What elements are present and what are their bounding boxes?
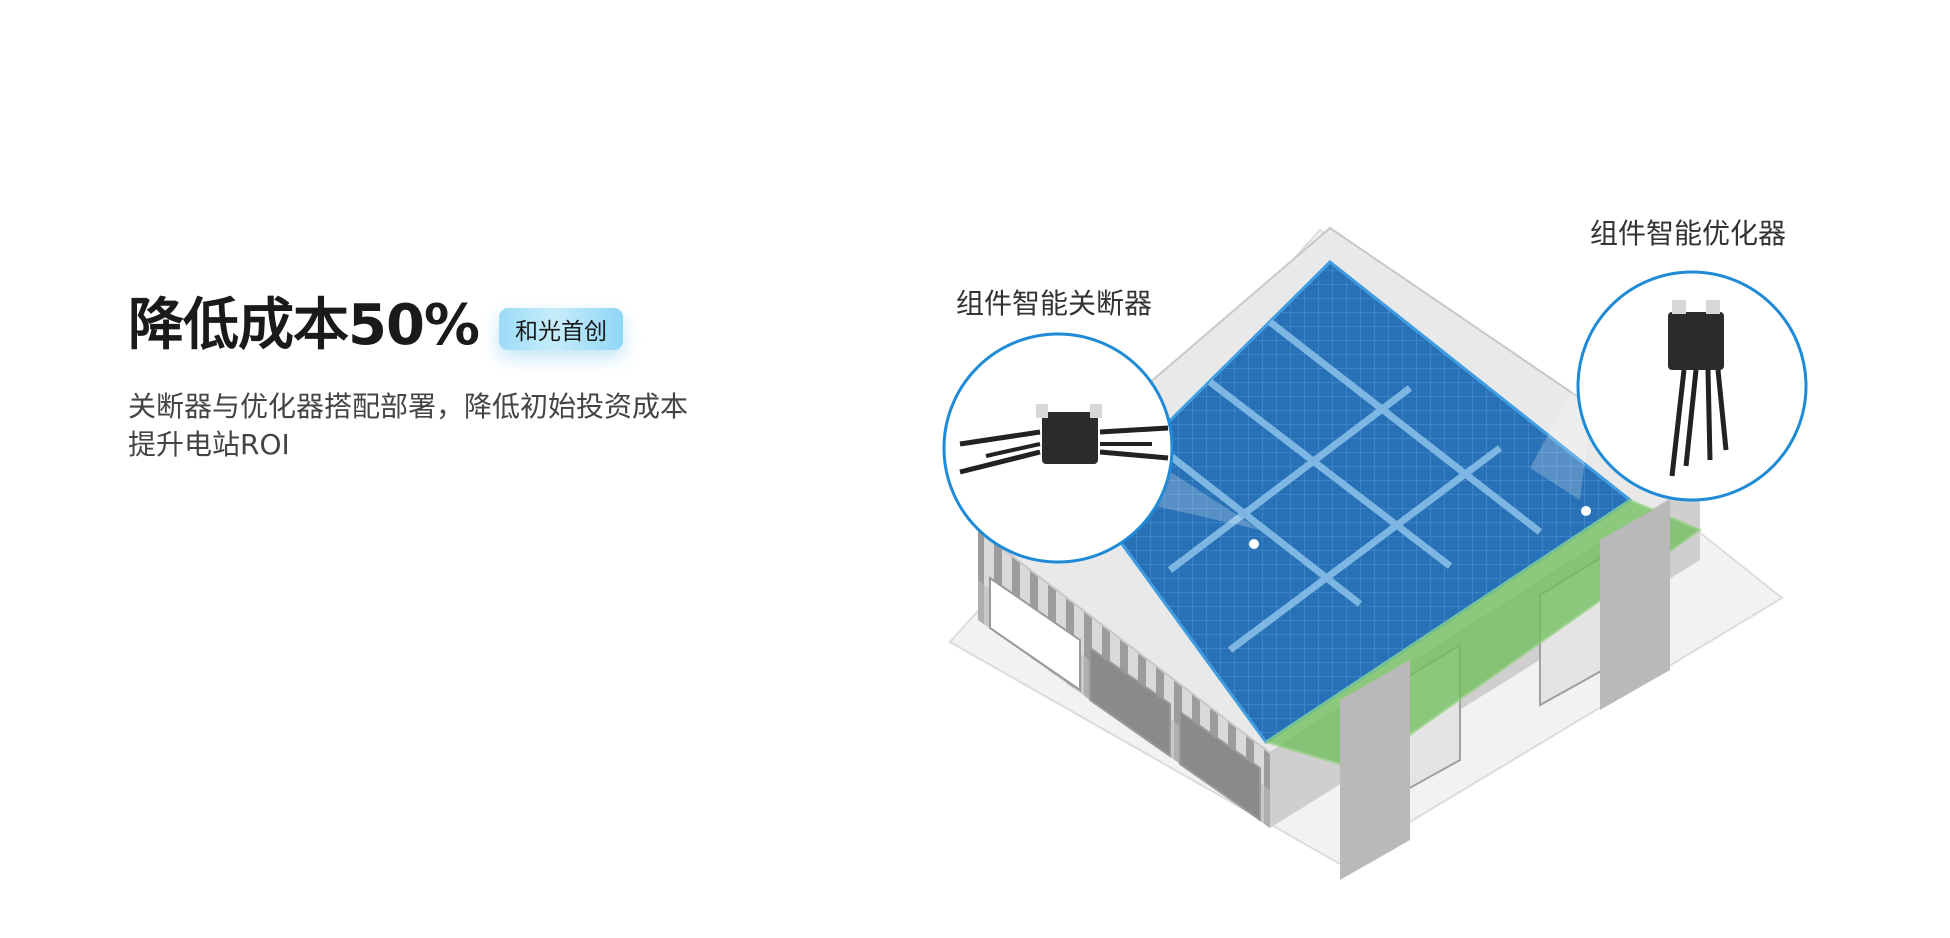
- panel-row-separators: [1147, 319, 1543, 653]
- shop-windows: [989, 576, 1261, 822]
- shutdown-callout: [942, 332, 1174, 564]
- solar-array-highlight: [1090, 262, 1630, 742]
- hero-section: 降低成本50% 和光首创 关断器与优化器搭配部署，降低初始投资成本 提升电站RO…: [128, 290, 768, 464]
- optimizer-location-dot: [1581, 506, 1591, 516]
- shutdown-location-dot: [1249, 539, 1259, 549]
- description-line-1: 关断器与优化器搭配部署，降低初始投资成本: [128, 390, 689, 423]
- front-pillar-left: [1340, 660, 1410, 880]
- optimizer-device-icon: [1668, 300, 1729, 477]
- description-line-2: 提升电站ROI: [128, 428, 290, 461]
- building-illustration: [942, 226, 1808, 880]
- headline-row: 降低成本50% 和光首创: [128, 290, 768, 362]
- first-to-market-badge: 和光首创: [499, 308, 624, 350]
- hero-description: 关断器与优化器搭配部署，降低初始投资成本 提升电站ROI: [128, 388, 768, 464]
- rooftop-solar-illustration: 组件智能关断器 组件智能优化器: [940, 200, 1820, 880]
- shutdown-label: 组件智能关断器: [956, 287, 1153, 320]
- optimizer-callout: [1576, 270, 1808, 502]
- front-pillar-right: [1600, 500, 1670, 710]
- rapid-shutdown-device-icon: [959, 404, 1169, 475]
- optimizer-label: 组件智能优化器: [1590, 217, 1787, 250]
- page-title: 降低成本50%: [128, 293, 480, 358]
